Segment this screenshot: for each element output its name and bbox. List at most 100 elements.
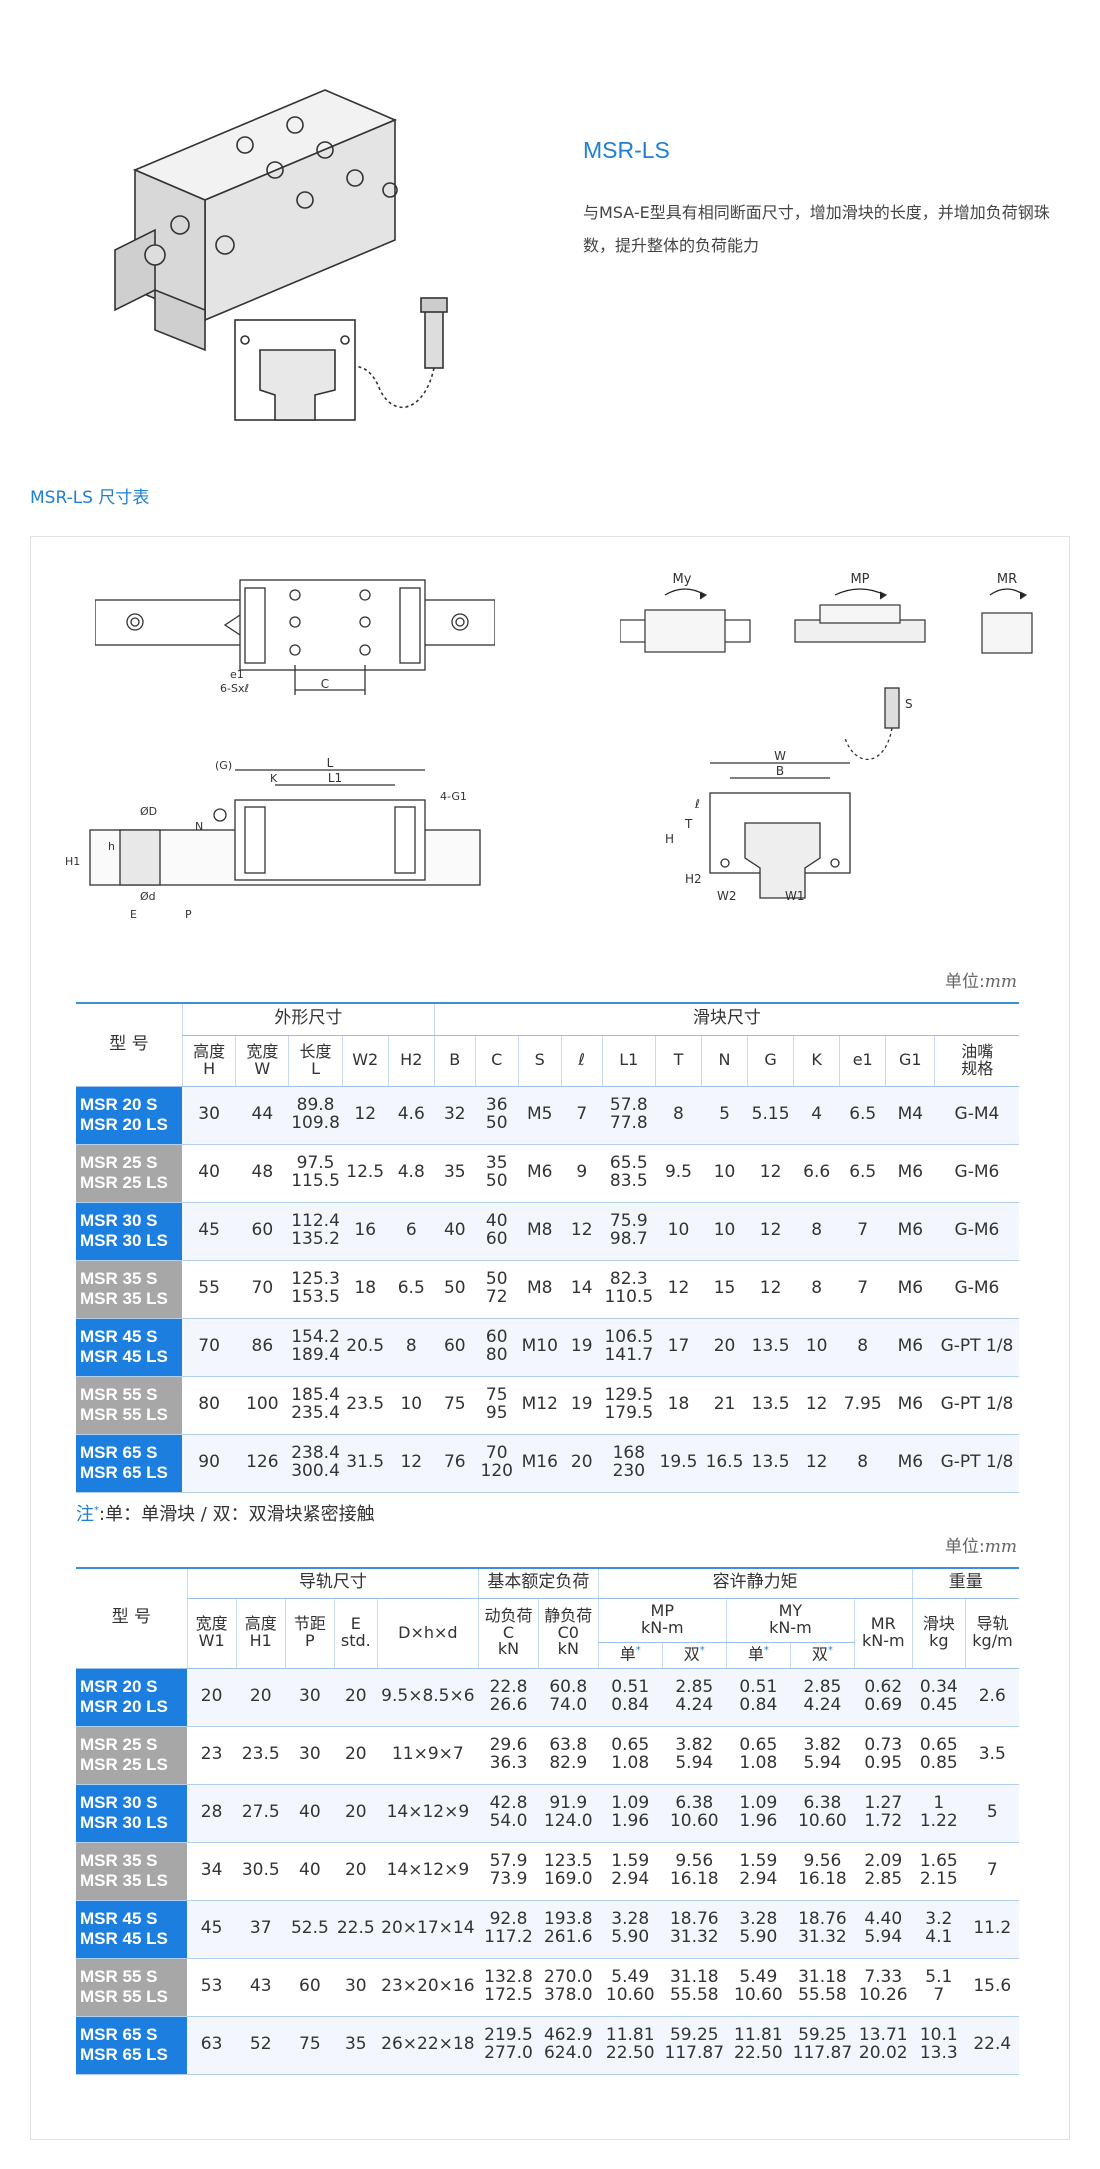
table-cell: 90 [182, 1434, 236, 1493]
table-cell: 12 [747, 1202, 794, 1261]
table-cell: M6 [885, 1260, 935, 1319]
table-cell: 5.15 [747, 1086, 794, 1145]
unit-label-2: 单位:mm [945, 1532, 1017, 1557]
col-header: T [654, 1035, 702, 1087]
label-mr: MR [997, 572, 1017, 587]
dim-l1: L1 [328, 771, 342, 785]
group-load: 基本额定负荷 [478, 1567, 599, 1599]
model-header-2: 型 号 [76, 1567, 188, 1669]
dim-k: K [270, 772, 278, 785]
table-cell: 52.5 [285, 1900, 335, 1959]
table-cell: 7 [965, 1842, 1019, 1901]
table-cell: 10 [701, 1202, 748, 1261]
table-cell: 100 [235, 1376, 289, 1435]
col-mp-double: 双* [661, 1642, 727, 1669]
dim-e: E [130, 908, 137, 921]
end-view-diagram: W B S ℓ T H H2 W2 W1 [665, 687, 913, 903]
dim-n: N [195, 820, 203, 833]
table-cell: 15.6 [965, 1958, 1019, 2017]
table-cell: 9.5×8.5×6 [377, 1668, 479, 1727]
table-cell: 22.5 [334, 1900, 378, 1959]
table-cell: 28 [187, 1784, 237, 1843]
table-cell: 14×12×9 [377, 1784, 479, 1843]
table-cell: 126 [235, 1434, 289, 1493]
table-cell: 23 [187, 1726, 237, 1785]
table-cell: 7.95 [839, 1376, 886, 1435]
product-title: MSR-LS [583, 137, 670, 163]
dim-d: Ød [140, 890, 156, 903]
hero-section: MSR-LS 与MSA-E型具有相同断面尺寸，增加滑块的长度，并增加负荷钢珠数，… [0, 0, 1100, 460]
col-header: B [433, 1035, 476, 1087]
table-cell: 40 [285, 1784, 335, 1843]
table-cell: 12 [793, 1376, 840, 1435]
label-my: My [673, 572, 692, 587]
col-header: H2 [387, 1035, 435, 1087]
table-cell: 10 [701, 1144, 748, 1203]
label-mp: MP [850, 572, 869, 587]
table-cell: 76 [434, 1434, 476, 1493]
table-cell: 14 [561, 1260, 603, 1319]
table-cell: G-M6 [934, 1202, 1019, 1261]
table-cell: G-M6 [934, 1144, 1019, 1203]
table-cell: 13.5 [747, 1434, 794, 1493]
table-cell: M8 [518, 1202, 562, 1261]
table-cell: 20×17×14 [377, 1900, 479, 1959]
dim-c: C [321, 677, 329, 691]
table-cell: 19.5 [655, 1434, 702, 1493]
col-header: 油嘴规格 [934, 1035, 1019, 1087]
col-header: C [474, 1035, 519, 1087]
dim-e1: e1 [230, 668, 244, 681]
table-cell: 40 [182, 1144, 236, 1203]
table-cell: 21 [701, 1376, 748, 1435]
table-cell: 31.5 [342, 1434, 389, 1493]
table-cell: 12 [655, 1260, 702, 1319]
dim-l: L [327, 756, 334, 770]
table-cell: M6 [885, 1202, 935, 1261]
col-my-single: 单* [725, 1642, 791, 1669]
table-cell: 45 [187, 1900, 237, 1959]
group-weight: 重量 [911, 1567, 1019, 1599]
table-cell: 12.5 [342, 1144, 389, 1203]
dim-ell: ℓ [694, 797, 700, 811]
table-cell: 70 [182, 1318, 236, 1377]
table-cell: 48 [235, 1144, 289, 1203]
table-cell: 15 [701, 1260, 748, 1319]
dim-h: h [108, 840, 115, 853]
